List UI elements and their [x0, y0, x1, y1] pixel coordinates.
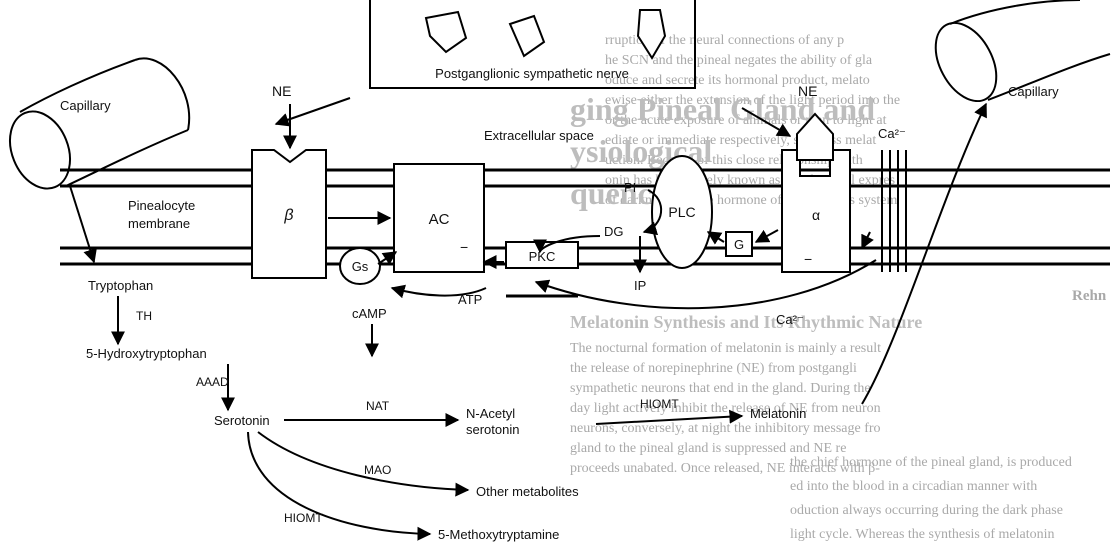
melatonin-to-capillary-arrow	[862, 104, 986, 404]
ne-right-label: NE	[798, 83, 817, 99]
bg-right-line-0: the chief hormone of the pineal gland, i…	[790, 455, 1072, 470]
bg-mid-line-5: gland to the pineal gland is suppressed …	[570, 441, 846, 456]
g-protein: G	[726, 232, 752, 256]
pi-label: PI	[624, 180, 636, 195]
bg-subheading: Melatonin Synthesis and Its Rhythmic Nat…	[570, 312, 922, 332]
bg-right-line-1: ed into the blood in a circadian manner …	[790, 479, 1037, 494]
ne-to-capillary-arrow	[276, 98, 350, 124]
bg-right-line-3: light cycle. Whereas the synthesis of me…	[790, 527, 1055, 542]
vesicle-shape-2	[510, 16, 544, 56]
serotonin-to-methoxy-arrow	[248, 432, 430, 534]
bg-mid-line-0: The nocturnal formation of melatonin is …	[570, 341, 881, 356]
bg-mid-line-2: sympathetic neurons that end in the glan…	[570, 381, 871, 396]
adenylate-cyclase: AC	[394, 164, 484, 272]
background-page-text: rruption of the neural connections of an…	[570, 33, 1107, 542]
bg-mid-line-3: day light actively inhibit the release o…	[570, 401, 881, 416]
beta-label: β	[283, 207, 293, 224]
methoxy-label: 5-Methoxytryptamine	[438, 527, 559, 542]
ca-bottom-label: Ca²⁻	[776, 312, 804, 327]
nerve-label: Postganglionic sympathetic nerve	[435, 66, 629, 81]
ca-entry-arrow	[862, 232, 870, 248]
gs-label: Gs	[352, 259, 369, 274]
nacetyl-label-2: serotonin	[466, 422, 519, 437]
th-label: TH	[136, 309, 152, 323]
g-label: G	[734, 237, 744, 252]
capillary-right: Capillary	[923, 0, 1110, 111]
minus-sign-ac: −	[460, 239, 468, 255]
serotonin-to-other-arrow	[258, 432, 468, 490]
membrane-label-line-1: Pinealocyte	[128, 198, 195, 213]
nat-label: NAT	[366, 399, 390, 413]
beta-receptor: β	[252, 150, 326, 278]
bg-mid-line-1: the release of norepinephrine (NE) from …	[570, 361, 857, 376]
hiomt-label-2: HIOMT	[284, 511, 323, 525]
bg-left-line-2: oduce and secrete its hormonal product, …	[605, 73, 870, 88]
capillary-left-opening	[0, 102, 81, 197]
bg-author: Rehn	[1072, 288, 1107, 304]
other-label: Other metabolites	[476, 484, 579, 499]
aaad-label: AAAD	[196, 375, 229, 389]
g-to-plc-arrow	[708, 232, 724, 242]
hiomt-label-1: HIOMT	[640, 397, 679, 411]
extracellular-label: Extracellular space	[484, 128, 594, 143]
nacetyl-label-1: N-Acetyl	[466, 406, 515, 421]
mao-label: MAO	[364, 463, 391, 477]
hydroxy-label: 5-Hydroxytryptophan	[86, 346, 207, 361]
camp-label: cAMP	[352, 306, 387, 321]
membrane-label-line-2: membrane	[128, 216, 190, 231]
bg-heading-0: ging Pineal Gland and	[570, 91, 875, 127]
serotonin-label: Serotonin	[214, 413, 270, 428]
alpha-label: α	[812, 207, 820, 223]
minus-sign-alpha: −	[804, 251, 812, 267]
capillary-left-label: Capillary	[60, 98, 111, 113]
melatonin-label: Melatonin	[750, 406, 806, 421]
gs-protein: Gs	[340, 248, 380, 284]
vesicle-shape-3	[638, 10, 665, 58]
plc-label: PLC	[668, 204, 695, 220]
capillary-to-tryptophan-arrow	[70, 186, 94, 262]
ip-label: IP	[634, 278, 646, 293]
bg-right-line-2: oduction always occurring during the dar…	[790, 503, 1063, 518]
alpha-to-g-arrow	[756, 230, 778, 242]
ca-top-label: Ca²⁻	[878, 126, 906, 141]
vesicle-shape-1	[426, 12, 466, 52]
capillary-left: Capillary	[0, 58, 189, 197]
dg-label: DG	[604, 224, 624, 239]
tryptophan-label: Tryptophan	[88, 278, 153, 293]
capillary-right-label: Capillary	[1008, 84, 1059, 99]
ac-label: AC	[429, 211, 450, 228]
ne-left-label: NE	[272, 83, 291, 99]
bg-left-line-1: he SCN and the pineal negates the abilit…	[605, 53, 873, 68]
pkc-label: PKC	[529, 249, 556, 264]
